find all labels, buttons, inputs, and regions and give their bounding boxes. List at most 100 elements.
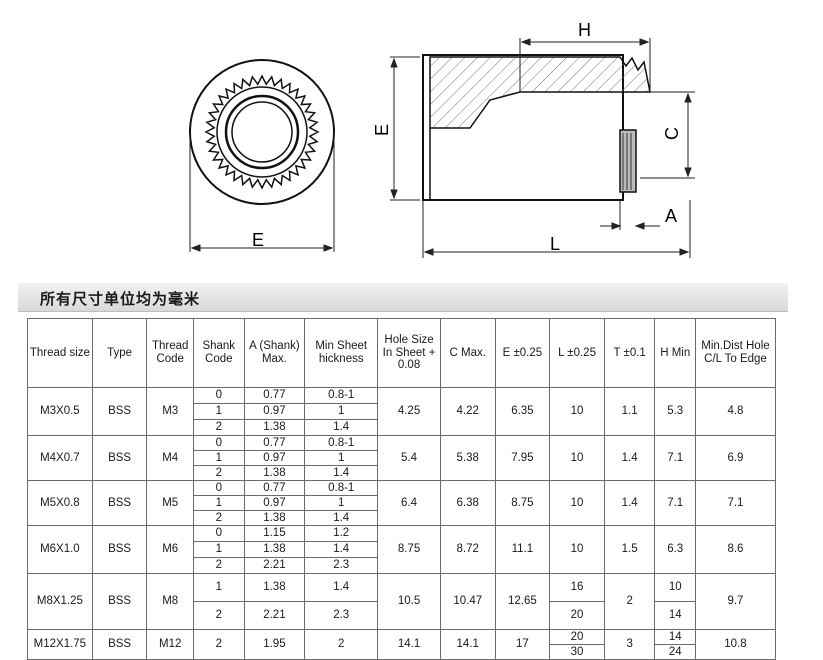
c-max-cell: 4.22 — [439, 387, 496, 436]
t-cell: 1.5 — [603, 525, 656, 574]
type-cell: BSS — [91, 435, 148, 481]
thread-code-cell: M5 — [146, 480, 194, 526]
shank-max-cell: 1.95 — [243, 629, 306, 660]
h-min-cell: 10 — [654, 573, 696, 602]
type-cell: BSS — [91, 525, 148, 574]
shank-max-cell: 0.77 — [243, 480, 306, 496]
thread-code-cell: M4 — [146, 435, 194, 481]
thread-code-cell: M8 — [146, 573, 194, 630]
shank-code-cell: 1 — [192, 573, 245, 602]
e-cell: 11.1 — [494, 525, 551, 574]
min-dist-cell: 9.7 — [694, 573, 777, 630]
thread-code-cell: M12 — [146, 629, 194, 660]
c-max-cell: 8.72 — [439, 525, 496, 574]
shank-code-cell: 1 — [192, 541, 245, 558]
shank-code-cell: 2 — [192, 557, 245, 574]
dim-label-c: C — [662, 127, 682, 140]
dim-label-l: L — [550, 234, 560, 254]
hole-size-cell: 5.4 — [377, 435, 441, 481]
e-cell: 17 — [494, 629, 551, 660]
dim-label-h: H — [578, 20, 591, 40]
shank-code-cell: 2 — [192, 419, 245, 436]
shank-max-cell: 0.97 — [243, 403, 306, 420]
hole-size-cell: 8.75 — [377, 525, 441, 574]
header-cell: Shank Code — [192, 318, 245, 388]
t-cell: 2 — [603, 573, 656, 630]
l-cell: 30 — [549, 644, 605, 660]
header-cell: C Max. — [439, 318, 496, 388]
hole-size-cell: 14.1 — [377, 629, 441, 660]
thread-size-cell: M5X0.8 — [27, 480, 93, 526]
h-min-cell: 14 — [654, 601, 696, 630]
side-view — [422, 54, 651, 201]
shank-code-cell: 0 — [192, 435, 245, 451]
shank-code-cell: 2 — [192, 465, 245, 481]
c-max-cell: 6.38 — [439, 480, 496, 526]
banner-title: 所有尺寸单位均为毫米 — [40, 290, 201, 308]
l-cell: 20 — [549, 629, 605, 645]
min-sheet-cell: 1.4 — [304, 465, 379, 481]
h-min-cell: 7.1 — [654, 435, 696, 481]
shank-code-cell: 2 — [192, 601, 245, 630]
thread-size-cell: M3X0.5 — [27, 387, 93, 436]
header-cell: E ±0.25 — [494, 318, 551, 388]
thread-size-cell: M4X0.7 — [27, 435, 93, 481]
header-cell: Hole Size In Sheet + 0.08 — [377, 318, 441, 388]
min-sheet-cell: 2.3 — [304, 557, 379, 574]
l-cell: 10 — [549, 525, 605, 574]
shank-code-cell: 0 — [192, 387, 245, 404]
header-cell: Type — [91, 318, 148, 388]
shank-max-cell: 0.97 — [243, 495, 306, 511]
type-cell: BSS — [91, 573, 148, 630]
header-cell: Thread size — [27, 318, 93, 388]
front-view — [189, 59, 335, 205]
hole-size-cell: 6.4 — [377, 480, 441, 526]
min-sheet-cell: 2.3 — [304, 601, 379, 630]
min-dist-cell: 4.8 — [694, 387, 777, 436]
knurl-teeth — [204, 74, 320, 190]
dim-label-e-front: E — [252, 230, 264, 250]
shank-max-cell: 1.38 — [243, 419, 306, 436]
min-dist-cell: 6.9 — [694, 435, 777, 481]
c-max-cell: 10.47 — [439, 573, 496, 630]
shank-max-cell: 1.38 — [243, 510, 306, 526]
h-min-cell: 5.3 — [654, 387, 696, 436]
t-cell: 3 — [603, 629, 656, 660]
shank-max-cell: 1.38 — [243, 541, 306, 558]
e-cell: 7.95 — [494, 435, 551, 481]
t-cell: 1.4 — [603, 435, 656, 481]
shank-max-cell: 0.77 — [243, 387, 306, 404]
shank-max-cell: 2.21 — [243, 601, 306, 630]
min-sheet-cell: 1 — [304, 450, 379, 466]
min-sheet-cell: 2 — [304, 629, 379, 660]
min-sheet-cell: 0.8-1 — [304, 480, 379, 496]
min-sheet-cell: 0.8-1 — [304, 435, 379, 451]
outer-circle — [189, 59, 335, 205]
header-cell: L ±0.25 — [549, 318, 605, 388]
c-max-cell: 14.1 — [439, 629, 496, 660]
type-cell: BSS — [91, 629, 148, 660]
thread-size-cell: M12X1.75 — [27, 629, 93, 660]
min-dist-cell: 10.8 — [694, 629, 777, 660]
technical-drawing: E E L H — [189, 20, 695, 258]
thread-size-cell: M8X1.25 — [27, 573, 93, 630]
thread-code-cell: M3 — [146, 387, 194, 436]
min-sheet-cell: 1.2 — [304, 525, 379, 542]
l-cell: 10 — [549, 480, 605, 526]
bore-circle — [231, 101, 293, 163]
l-cell: 20 — [549, 601, 605, 630]
thread-circle — [224, 94, 300, 170]
t-cell: 1.1 — [603, 387, 656, 436]
min-sheet-cell: 1.4 — [304, 419, 379, 436]
units-banner: 所有尺寸单位均为毫米 — [18, 283, 788, 312]
